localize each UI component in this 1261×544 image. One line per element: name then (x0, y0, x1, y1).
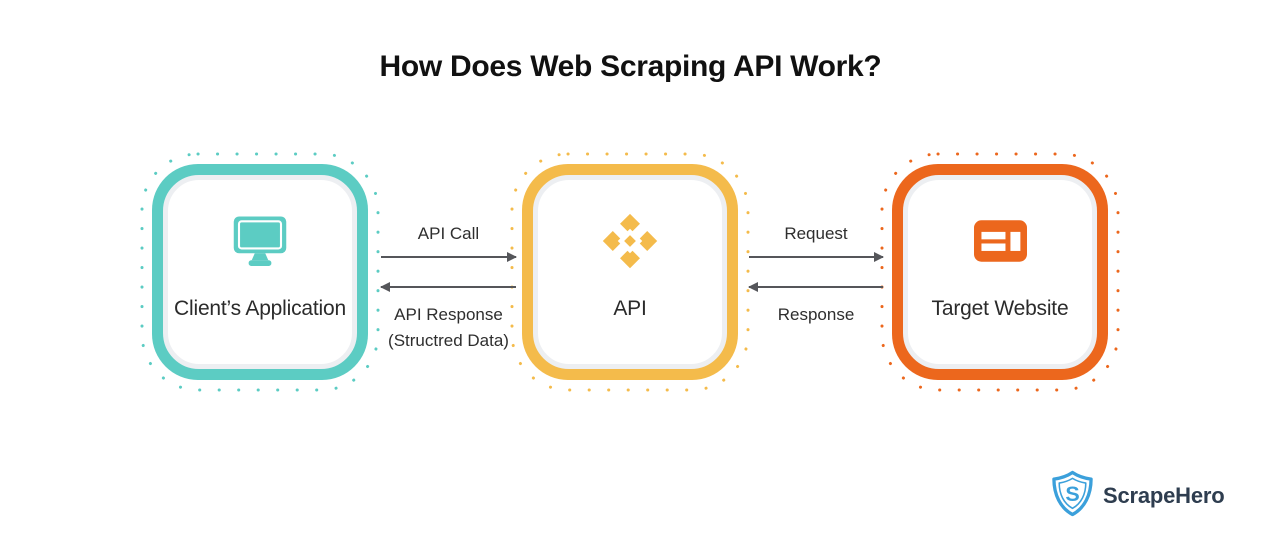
request-arrow (749, 252, 884, 262)
api-response-label-line2: (Structred Data) (388, 331, 509, 350)
card-border: Client’s Application (152, 164, 368, 380)
dotted-frame (880, 152, 1120, 392)
monitor-icon (232, 212, 288, 270)
card-border: Target Website (892, 164, 1108, 380)
flow-client-api: API Call API Response (Structred Data) (380, 0, 517, 544)
card-label-target-website: Target Website (931, 297, 1069, 320)
svg-text:S: S (1065, 482, 1079, 506)
dotted-frame (510, 152, 750, 392)
api-call-arrow (381, 252, 517, 262)
api-response-arrow (380, 282, 516, 292)
card-label-clients-application: Client’s Application (174, 297, 346, 320)
card-target-website: Target Website (880, 152, 1120, 392)
request-label: Request (784, 224, 848, 243)
card-clients-application: Client’s Application (140, 152, 380, 392)
response-label: Response (777, 305, 855, 324)
shield-s-icon: S (1051, 470, 1094, 522)
page-title: How Does Web Scraping API Work? (379, 50, 882, 83)
card-inner: API (533, 175, 727, 369)
card-border: API (522, 164, 738, 380)
response-arrow (748, 282, 883, 292)
api-call-label: API Call (417, 224, 480, 243)
card-inner: Target Website (903, 175, 1097, 369)
api-response-label-line1: API Response (394, 305, 503, 324)
card-api: API (510, 152, 750, 392)
dotted-frame (140, 152, 380, 392)
card-label-api: API (613, 297, 647, 320)
flow-api-target: Request Response (748, 0, 884, 544)
api-response-label: API Response (Structred Data) (369, 302, 528, 354)
scrapehero-logo: S ScrapeHero (1051, 470, 1225, 522)
api-diamonds-icon (601, 212, 659, 270)
logo-text: ScrapeHero (1103, 483, 1225, 508)
browser-layout-icon (973, 212, 1027, 270)
card-inner: Client’s Application (163, 175, 357, 369)
